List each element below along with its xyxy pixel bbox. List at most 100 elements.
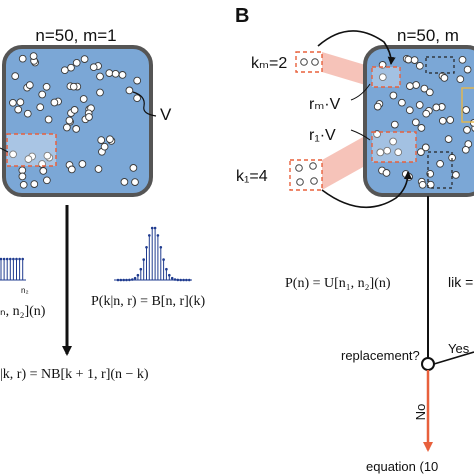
binomial-stem-head — [122, 278, 125, 282]
binomial-stem-head — [185, 278, 188, 282]
particle — [444, 135, 453, 143]
particle — [67, 165, 76, 174]
particle — [120, 178, 129, 186]
particle — [24, 155, 33, 163]
panel-a-volume-box — [2, 45, 153, 197]
binomial-stem-head — [162, 258, 165, 261]
particle — [382, 169, 391, 177]
subvolume-extra-1 — [425, 56, 455, 74]
particle — [131, 178, 139, 186]
binomial-stem-head — [170, 276, 174, 280]
subvolume-k1 — [371, 131, 417, 163]
particle — [461, 145, 470, 154]
particle — [411, 118, 420, 127]
panel-a-uniform-histogram: n₂ — [0, 257, 29, 295]
particle — [43, 151, 52, 160]
particle — [9, 150, 17, 159]
particle — [100, 142, 109, 151]
particle — [378, 73, 387, 82]
particle — [80, 55, 89, 63]
panel-b-label: B — [235, 5, 249, 27]
equation-label: equation (10 — [366, 459, 438, 474]
particle — [458, 55, 467, 64]
uniform-stem-head — [15, 257, 18, 261]
binomial-stem-head — [176, 278, 180, 282]
particle — [463, 126, 471, 134]
rm-pointer — [350, 83, 371, 101]
panel-a-left-formula: ₙ, n₂](n) — [0, 304, 46, 319]
uniform-stem-head — [12, 257, 15, 261]
panel-b-volume-box — [363, 45, 474, 197]
particle — [440, 74, 449, 82]
panel-a-sampled-subvolume — [6, 133, 57, 167]
sample-particle — [310, 177, 318, 185]
particle — [11, 72, 20, 80]
particle — [94, 165, 103, 173]
particle — [421, 143, 430, 152]
particle — [373, 102, 382, 111]
particle — [50, 98, 59, 107]
particle — [422, 109, 431, 118]
particle — [105, 69, 114, 77]
beam-km — [322, 52, 372, 87]
particle — [106, 135, 114, 144]
particle — [18, 54, 27, 63]
particle — [30, 180, 39, 188]
beam-k1 — [322, 132, 372, 190]
binomial-stem-head — [148, 234, 151, 237]
subvolume-extra-3 — [461, 87, 474, 123]
lik-label: lik = — [448, 274, 473, 290]
particle — [463, 65, 472, 74]
particle — [406, 82, 414, 90]
panel-b-uniform-formula: P(n) = U[n₁, n₂](n) — [285, 276, 391, 291]
binomial-stem-head — [182, 278, 185, 282]
particle — [70, 106, 79, 114]
binomial-stem-head — [119, 278, 123, 282]
particle — [133, 94, 141, 103]
particle — [405, 106, 414, 115]
r1-label: r₁·V — [309, 127, 336, 144]
particle — [97, 136, 106, 144]
subvolume-extra-2 — [427, 151, 453, 189]
particle — [398, 98, 406, 107]
particle — [456, 75, 465, 84]
particle — [415, 101, 424, 109]
particle — [417, 148, 425, 156]
particle — [438, 116, 447, 125]
particle — [18, 172, 27, 181]
panel-b-box-title: n=50, m — [397, 26, 459, 45]
particle — [412, 81, 420, 89]
uniform-hist-tick-label: n₂ — [21, 286, 29, 295]
binomial-stem-head — [153, 226, 157, 230]
particle — [425, 88, 434, 97]
binomial-stem-head — [145, 246, 148, 249]
particle — [446, 116, 455, 124]
particle — [432, 103, 441, 112]
sample-box-km — [295, 51, 323, 73]
particle — [14, 105, 23, 114]
yes-label: Yes — [448, 341, 470, 356]
particle — [452, 171, 460, 179]
km-label: kₘ=2 — [251, 55, 287, 72]
binomial-stem-head — [165, 267, 168, 271]
sample-box-k1 — [289, 159, 323, 191]
particle — [72, 125, 81, 133]
arrow-k1-into-box — [321, 171, 412, 209]
panel-a-box-title: n=50, m=1 — [35, 26, 116, 45]
particle — [418, 180, 427, 189]
binomial-stem-head — [173, 278, 177, 281]
panel-a-bottom-formula: |k, r) = NB[k + 1, r](n − k) — [0, 367, 149, 382]
particle — [19, 180, 28, 189]
binomial-stem-head — [179, 278, 182, 282]
particle — [9, 98, 17, 107]
panel-a: n=50, m=1 V n₂ ₙ, n₂](n) P(k|n, r) = B[n… — [0, 26, 205, 382]
particle — [29, 52, 38, 60]
particle — [125, 86, 134, 95]
particle — [39, 167, 48, 175]
particle — [415, 61, 424, 70]
binomial-stem-head — [159, 246, 163, 249]
yes-branch — [433, 351, 474, 365]
uniform-stem-head — [2, 257, 6, 261]
panel-a-particles — [9, 52, 142, 189]
particle — [133, 76, 142, 85]
